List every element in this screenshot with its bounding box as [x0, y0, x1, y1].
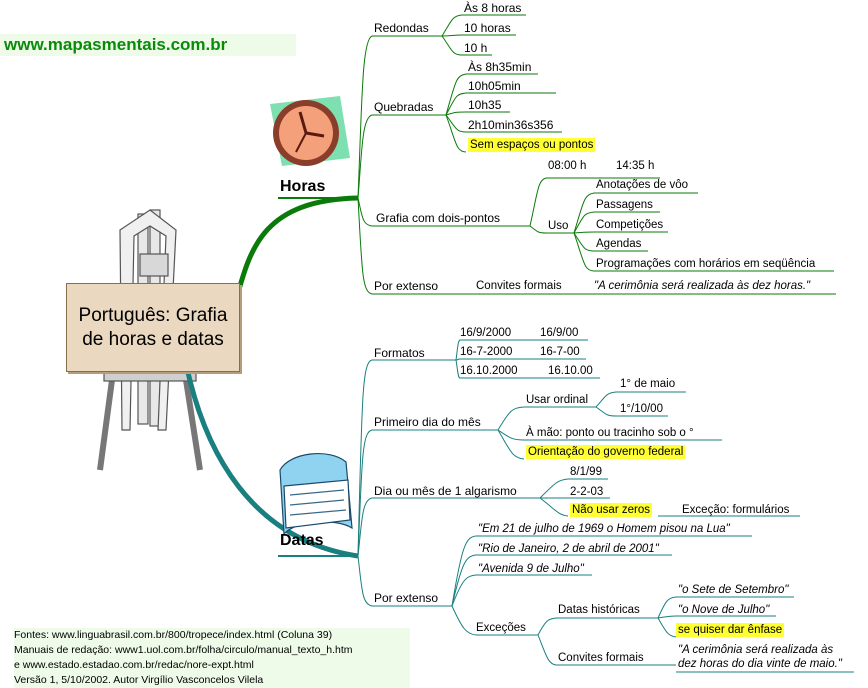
algarismo-item: 8/1/99	[570, 466, 602, 478]
redondas-item: 10 horas	[464, 21, 511, 35]
redondas-item: 10 h	[464, 41, 488, 55]
historicas-item: "o Nove de Julho"	[678, 604, 770, 616]
branch-horas: Horas	[280, 178, 326, 195]
uso-item: Anotações de vôo	[596, 179, 689, 191]
algarismo-item: 2-2-03	[570, 486, 604, 498]
redondas-item: Às 8 horas	[464, 1, 522, 15]
node-redondas: Redondas	[374, 21, 429, 35]
node-um-algarismo: Dia ou mês de 1 algarismo	[374, 484, 517, 498]
node-convites-formais: Convites formais	[558, 652, 644, 664]
footer-line: Versão 1, 5/10/2002. Autor Virgílio Vasc…	[14, 674, 264, 686]
historicas-note: se quiser dar ênfase	[676, 623, 785, 637]
branch-datas: Datas	[280, 532, 324, 549]
node-quebradas: Quebradas	[374, 100, 434, 114]
horas-extenso-sub: Convites formais	[476, 280, 562, 292]
quebradas-item: Às 8h35min	[468, 60, 532, 74]
grafia-example: 08:00 h	[548, 160, 587, 172]
ordinal-example: 1°/10/00	[620, 403, 663, 415]
quebradas-item: 10h35	[468, 98, 502, 112]
historicas-item: "o Sete de Setembro"	[678, 584, 789, 596]
horas-extenso-quote: "A cerimônia será realizada às dez horas…	[594, 280, 811, 292]
central-topic: Português: Grafia de horas e datas	[66, 283, 240, 372]
uso-item: Agendas	[596, 238, 642, 250]
quebradas-item: 2h10min36s356	[468, 118, 554, 132]
convites-quote-line2: dez horas do dia vinte de maio."	[678, 658, 842, 670]
uso-item: Competições	[596, 219, 664, 231]
primeiro-orientacao: Orientação do governo federal	[526, 445, 686, 459]
formato-short: 16/9/00	[540, 327, 579, 339]
formato-long: 16/9/2000	[460, 327, 512, 339]
node-datas-extenso: Por extenso	[374, 591, 439, 605]
uso-item: Programações com horários em seqüência	[596, 258, 816, 270]
clock-icon	[270, 96, 350, 166]
node-datas-historicas: Datas históricas	[558, 604, 640, 616]
convites-quote-line1: "A cerimônia será realizada às	[678, 644, 834, 656]
extenso-quote: "Avenida 9 de Julho"	[478, 563, 584, 575]
central-title-line1: Português: Grafia	[78, 304, 228, 326]
formato-long: 16-7-2000	[460, 346, 513, 358]
site-url: www.mapasmentais.com.br	[0, 34, 296, 56]
quebradas-note: Sem espaços ou pontos	[468, 138, 596, 152]
algarismo-note: Não usar zeros	[570, 503, 652, 517]
grafia-example: 14:35 h	[616, 160, 655, 172]
node-grafia: Grafia com dois-pontos	[376, 211, 501, 225]
algarismo-excecao: Exceção: formulários	[682, 504, 790, 516]
quebradas-item: 10h05min	[468, 79, 521, 93]
uso-item: Passagens	[596, 199, 653, 211]
extenso-quote: "Rio de Janeiro, 2 de abril de 2001"	[478, 543, 659, 555]
extenso-quote: "Em 21 de julho de 1969 o Homem pisou na…	[478, 523, 730, 535]
node-formatos: Formatos	[374, 346, 425, 360]
ordinal-example: 1° de maio	[620, 378, 676, 390]
node-uso: Uso	[548, 220, 569, 232]
footer-line: Manuais de redação: www1.uol.com.br/folh…	[14, 644, 353, 656]
footer-line: e www.estado.estadao.com.br/redac/nore-e…	[14, 659, 254, 671]
primeiro-mao: À mão: ponto ou tracinho sob o °	[526, 427, 694, 439]
node-primeiro-dia: Primeiro dia do mês	[374, 415, 481, 429]
formato-short: 16.10.00	[548, 365, 593, 377]
sources-footer: Fontes: www.linguabrasil.com.br/800/trop…	[14, 628, 410, 688]
formato-short: 16-7-00	[540, 346, 580, 358]
node-excecoes: Exceções	[476, 622, 526, 634]
book-icon	[279, 452, 353, 536]
central-title-line2: de horas e datas	[82, 328, 224, 350]
primeiro-ordinal: Usar ordinal	[526, 394, 588, 406]
footer-line: Fontes: www.linguabrasil.com.br/800/trop…	[14, 629, 333, 641]
formato-long: 16.10.2000	[460, 365, 518, 377]
node-horas-extenso: Por extenso	[374, 279, 439, 293]
